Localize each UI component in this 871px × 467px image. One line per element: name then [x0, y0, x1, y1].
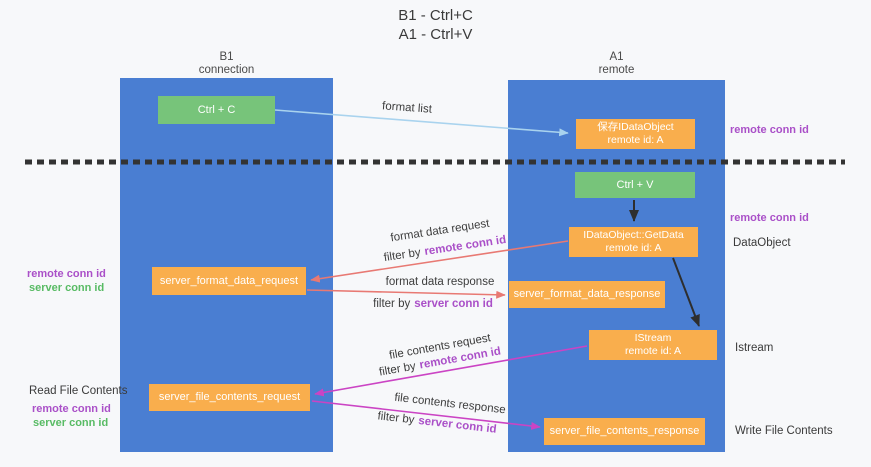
column-b1-name: B1	[219, 51, 234, 63]
node-ctrl-c: Ctrl + C	[158, 96, 275, 124]
node-getdata-line1: IDataObject::GetData	[583, 229, 684, 241]
node-istream-line2: remote id: A	[624, 345, 682, 357]
format-data-response-label: format data response	[385, 276, 495, 288]
node-server-format-data-response: server_format_data_response	[509, 281, 665, 308]
filter-by-text: filter by	[376, 410, 416, 427]
format-list-label: format list	[381, 100, 433, 116]
column-header-a1: A1 remote	[508, 51, 725, 77]
diagram-title: B1 - Ctrl+C A1 - Ctrl+V	[0, 6, 871, 44]
node-server-format-data-request: server_format_data_request	[152, 267, 306, 295]
node-istream: IStream remote id: A	[589, 330, 717, 360]
filter-by-text: filter by	[378, 360, 417, 379]
server-conn-id-text: server conn id	[417, 414, 498, 436]
node-server-file-contents-request: server_file_contents_request	[149, 384, 310, 411]
node-save-dataobject-line1: 保存IDataObject	[597, 121, 674, 133]
node-ctrl-v: Ctrl + V	[575, 172, 695, 198]
node-idataobject-getdata: IDataObject::GetData remote id: A	[569, 227, 698, 257]
file-contents-response-label: file contents response	[393, 391, 507, 417]
node-save-dataobject-line2: remote id: A	[607, 134, 664, 146]
node-server-file-contents-response-label: server_file_contents_response	[549, 425, 700, 437]
column-header-b1: B1 connection	[120, 51, 333, 77]
column-a1-role: remote	[598, 64, 635, 76]
node-server-format-data-request-label: server_format_data_request	[159, 274, 299, 287]
left-remote-conn-id-label: remote conn id	[27, 268, 106, 280]
title-line-1: B1 - Ctrl+C	[398, 7, 473, 24]
node-ctrl-c-label: Ctrl + C	[197, 103, 236, 116]
node-server-file-contents-response: server_file_contents_response	[544, 418, 705, 445]
node-save-dataobject: 保存IDataObject remote id: A	[576, 119, 695, 149]
node-istream-line1: IStream	[634, 332, 672, 344]
node-ctrl-v-label: Ctrl + V	[616, 178, 654, 191]
right-istream-label: Istream	[735, 342, 774, 354]
left-server-conn-id2-label: server conn id	[33, 417, 109, 429]
column-a1-name: A1	[609, 51, 624, 63]
right-dataobject-label: DataObject	[733, 237, 791, 249]
node-server-file-contents-request-label: server_file_contents_request	[158, 391, 301, 403]
right-remote-conn-id-top-label: remote conn id	[730, 124, 809, 136]
title-line-2: A1 - Ctrl+V	[398, 26, 473, 43]
node-server-format-data-response-label: server_format_data_response	[513, 288, 661, 300]
column-b1-role: connection	[198, 64, 255, 76]
node-getdata-line2: remote id: A	[605, 242, 662, 254]
left-server-conn-id-label: server conn id	[29, 282, 105, 294]
left-remote-conn-id2-label: remote conn id	[32, 403, 111, 415]
format-data-response-arrow	[306, 289, 506, 299]
filter-by-text: filter by	[383, 246, 422, 265]
right-write-file-contents-label: Write File Contents	[735, 425, 833, 437]
server-conn-id-text: server conn id	[414, 298, 493, 310]
right-remote-conn-id-mid-label: remote conn id	[730, 212, 809, 224]
filter-by-text: filter by	[373, 298, 411, 310]
left-read-file-contents-label: Read File Contents	[29, 385, 128, 397]
